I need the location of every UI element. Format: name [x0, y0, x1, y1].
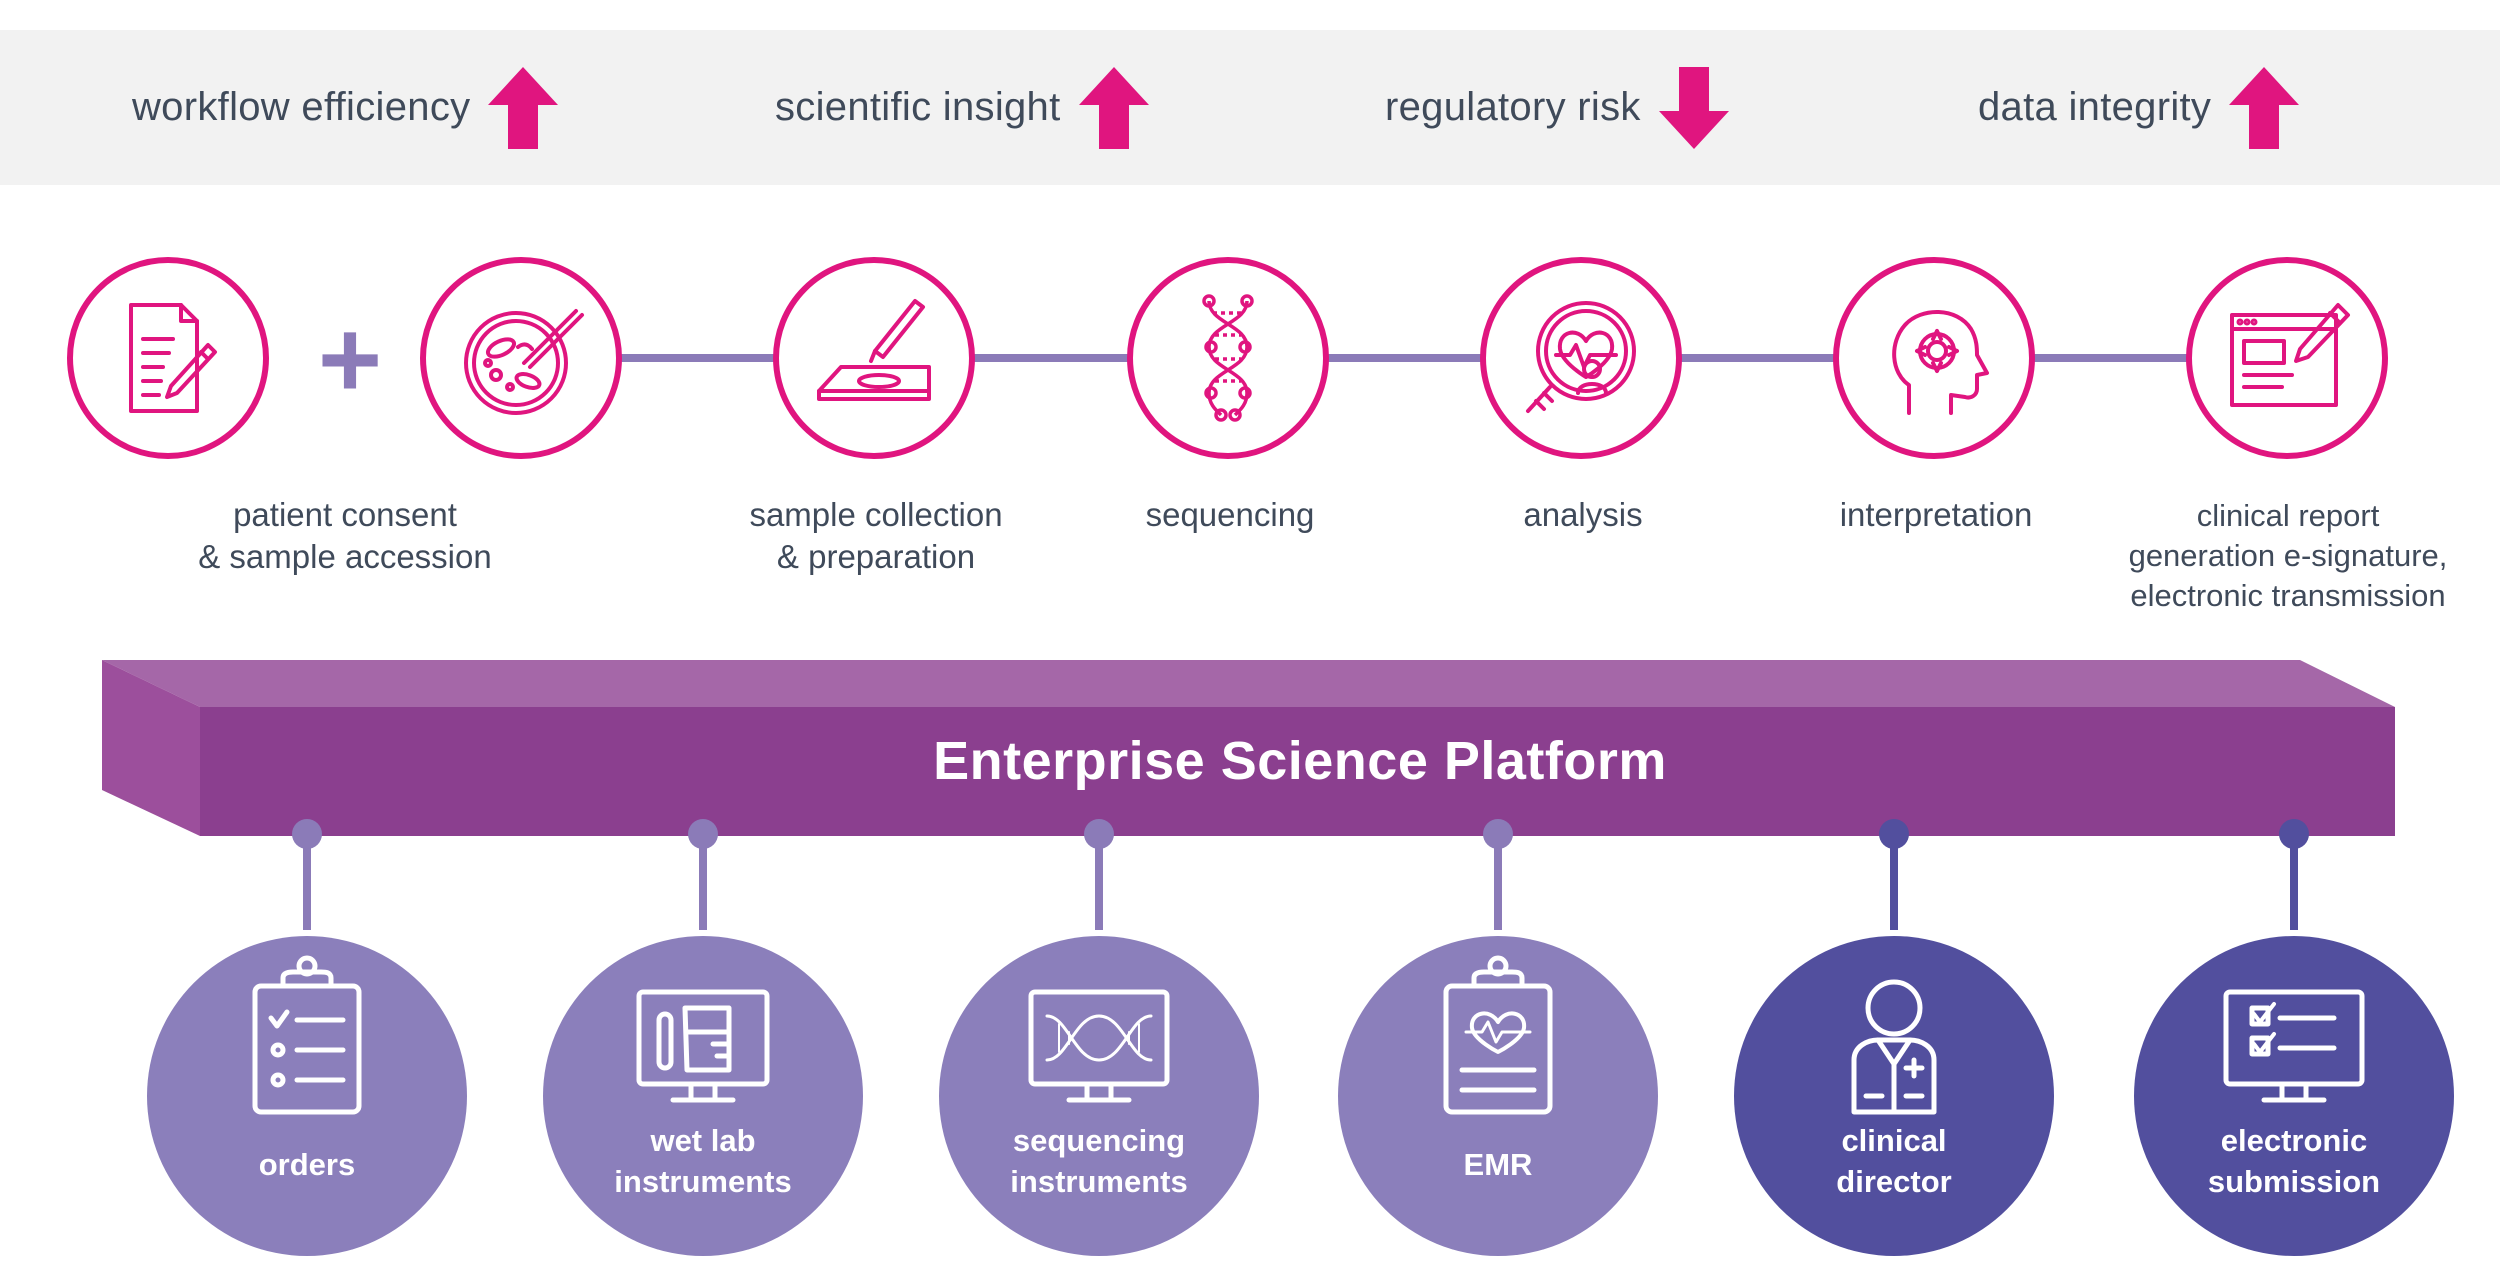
- integration-sequencing-instruments: sequencing instruments: [939, 936, 1259, 1256]
- connector-dot: [1879, 819, 1909, 849]
- arrow-up-icon: [2229, 66, 2300, 149]
- step-circle-clinical-report: [2186, 257, 2388, 459]
- connector-wet-lab: [699, 835, 707, 930]
- step-label-sample-collection: sample collection & preparation: [708, 494, 1044, 578]
- checklist-monitor-icon: [2223, 989, 2365, 1103]
- integration-clinical-director: clinical director: [1734, 936, 2054, 1256]
- label-line: instruments: [614, 1164, 792, 1199]
- step-label-sequencing: sequencing: [1070, 494, 1390, 536]
- sample-slide-icon: [817, 299, 931, 401]
- metric-data-integrity: data integrity: [1978, 30, 2300, 185]
- label-line: patient consent: [233, 496, 457, 533]
- label-line: EMR: [1463, 1147, 1533, 1182]
- label-line: clinical: [1841, 1123, 1947, 1158]
- dna-monitor-icon: [1028, 989, 1170, 1103]
- step-circle-patient-consent: [67, 257, 269, 459]
- connector-clinical-director: [1890, 835, 1898, 930]
- dna-helix-icon: [1202, 294, 1254, 422]
- lab-monitor-icon: [636, 989, 770, 1103]
- connector-orders: [303, 835, 311, 930]
- magnifier-heart-icon: [1526, 301, 1636, 413]
- integration-electronic-submission: electronic submission: [2134, 936, 2454, 1256]
- metric-label: scientific insight: [775, 85, 1061, 129]
- medical-clipboard-icon: [1443, 955, 1553, 1115]
- label-line: electronic transmission: [2130, 578, 2446, 613]
- step-circle-interpretation: [1833, 257, 2035, 459]
- arrow-up-icon: [488, 66, 559, 149]
- arrow-down-icon: [1658, 66, 1729, 149]
- label-line: generation e-signature,: [2128, 538, 2448, 573]
- connector-sequencing: [1095, 835, 1103, 930]
- metric-label: regulatory risk: [1385, 85, 1641, 129]
- label-line: sample collection: [749, 496, 1003, 533]
- integration-label: EMR: [1358, 1144, 1638, 1185]
- label-line: director: [1836, 1164, 1952, 1199]
- step-label-analysis: analysis: [1423, 494, 1743, 536]
- metric-regulatory-risk: regulatory risk: [1385, 30, 1729, 185]
- petri-dish-icon: [464, 309, 584, 415]
- platform-bar: [102, 660, 2395, 836]
- integration-label: wet lab instruments: [563, 1120, 843, 1202]
- label-line: wet lab: [650, 1123, 756, 1158]
- doctor-icon: [1851, 979, 1937, 1115]
- step-circle-sample-collection: [773, 257, 975, 459]
- label-line: sequencing: [1145, 496, 1315, 533]
- metric-scientific-insight: scientific insight: [775, 30, 1149, 185]
- label-line: & preparation: [776, 538, 976, 575]
- metrics-band: workflow efficiency scientific insight r…: [0, 30, 2500, 185]
- head-gear-icon: [1892, 310, 1989, 415]
- label-line: instruments: [1010, 1164, 1188, 1199]
- step-label-patient-consent: patient consent & sample accession: [160, 494, 530, 578]
- connector-emr: [1494, 835, 1502, 930]
- connector-electronic-submission: [2290, 835, 2298, 930]
- step-label-clinical-report: clinical report generation e-signature, …: [2092, 496, 2484, 616]
- label-line: & sample accession: [198, 538, 492, 575]
- integration-label: electronic submission: [2154, 1120, 2434, 1202]
- integration-wet-lab-instruments: wet lab instruments: [543, 936, 863, 1256]
- report-window-pen-icon: [2230, 303, 2350, 407]
- connector-dot: [292, 819, 322, 849]
- label-line: interpretation: [1839, 496, 2033, 533]
- metric-label: data integrity: [1978, 85, 2212, 129]
- step-label-interpretation: interpretation: [1776, 494, 2096, 536]
- integration-orders: orders: [147, 936, 467, 1256]
- label-line: submission: [2207, 1164, 2381, 1199]
- platform-title: Enterprise Science Platform: [933, 731, 1667, 791]
- connector-dot: [1084, 819, 1114, 849]
- integration-label: clinical director: [1754, 1120, 2034, 1202]
- connector-dot: [1483, 819, 1513, 849]
- step-circle-petri-dish: [420, 257, 622, 459]
- label-line: clinical report: [2196, 498, 2380, 533]
- integration-emr: EMR: [1338, 936, 1658, 1256]
- integration-label: sequencing instruments: [959, 1120, 1239, 1202]
- label-line: analysis: [1523, 496, 1643, 533]
- clipboard-checklist-icon: [252, 955, 362, 1115]
- label-line: electronic: [2220, 1123, 2368, 1158]
- step-circle-sequencing: [1127, 257, 1329, 459]
- metric-workflow-efficiency: workflow efficiency: [132, 30, 559, 185]
- plus-sign: +: [317, 298, 383, 421]
- connector-dot: [2279, 819, 2309, 849]
- consent-document-icon: [129, 303, 217, 413]
- connector-dot: [688, 819, 718, 849]
- integration-label: orders: [167, 1144, 447, 1185]
- label-line: sequencing: [1012, 1123, 1186, 1158]
- step-circle-analysis: [1480, 257, 1682, 459]
- label-line: orders: [258, 1147, 356, 1182]
- arrow-up-icon: [1078, 66, 1149, 149]
- metric-label: workflow efficiency: [132, 85, 471, 129]
